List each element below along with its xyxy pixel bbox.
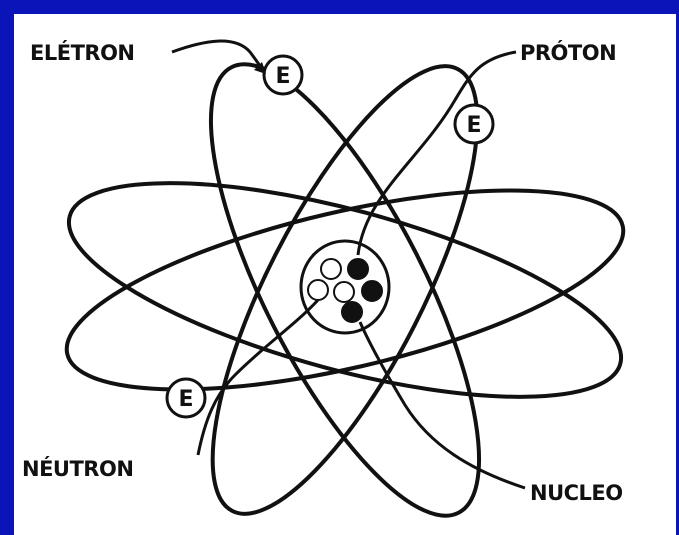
proton-particle bbox=[342, 302, 362, 322]
electron-symbol: E bbox=[178, 387, 193, 412]
neutron-particle bbox=[334, 282, 354, 302]
neutron-label: NÉUTRON bbox=[22, 456, 133, 481]
proton-particle bbox=[362, 281, 382, 301]
nucleus-label: NUCLEO bbox=[530, 481, 623, 505]
neutron-particle bbox=[308, 280, 328, 300]
proton-label: PRÓTON bbox=[520, 40, 616, 65]
electron-right: E bbox=[455, 105, 493, 143]
nucleus bbox=[301, 241, 389, 333]
nucleus-pointer bbox=[360, 322, 525, 488]
proton-pointer bbox=[358, 52, 516, 255]
neutron-particle bbox=[321, 259, 341, 279]
electron-label: ELÉTRON bbox=[30, 40, 135, 65]
electron-symbol: E bbox=[466, 113, 481, 138]
electron-top: E bbox=[264, 56, 302, 94]
proton-particle bbox=[348, 259, 368, 279]
electron-symbol: E bbox=[275, 64, 290, 89]
electron-left: E bbox=[167, 379, 205, 417]
